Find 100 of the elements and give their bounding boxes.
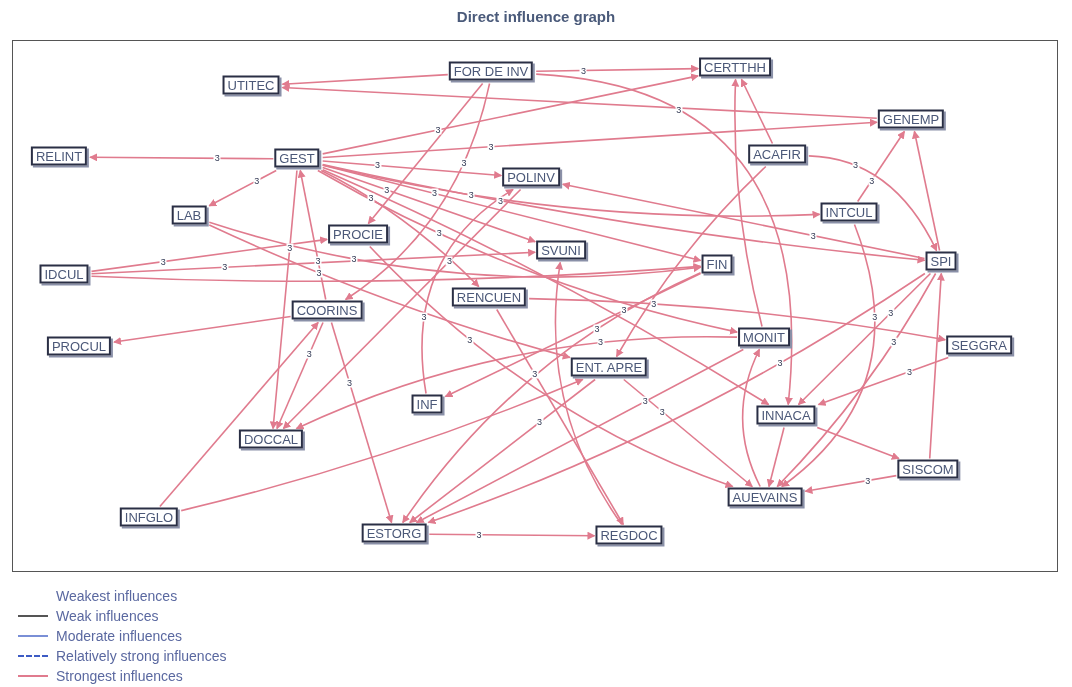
- variable-box: FIN: [701, 254, 733, 274]
- influence-arrow: [928, 272, 945, 460]
- variable-box: INFGLO: [119, 507, 179, 527]
- influence-arrow: [281, 83, 878, 119]
- edge-label: 3: [650, 299, 658, 309]
- variable-box: SVUNI: [536, 240, 586, 260]
- variable-box: PROCUL: [46, 336, 112, 356]
- variable-box: UTITEC: [222, 75, 280, 95]
- influence-arrow: [766, 426, 785, 488]
- influence-arrow: [402, 271, 702, 524]
- edge-label: 3: [374, 160, 381, 170]
- variable-box: ENT. APRE: [570, 357, 648, 377]
- influence-arrow: [561, 181, 926, 260]
- edge-label: 3: [383, 185, 391, 195]
- edge-label: 3: [221, 262, 229, 272]
- influence-arrow: [535, 73, 793, 406]
- edge-label: 3: [864, 476, 872, 486]
- edge-label: 3: [431, 188, 439, 198]
- variable-box: DOCCAL: [238, 429, 304, 449]
- influence-arrow: [297, 169, 327, 301]
- edge-label: 3: [593, 324, 601, 334]
- edge-label: 3: [435, 229, 443, 238]
- variable-box: PROCIE: [328, 224, 388, 244]
- edge-label: 3: [496, 196, 504, 206]
- variable-box: MONIT: [738, 327, 790, 347]
- edge-label: 3: [852, 160, 860, 170]
- influence-arrow: [159, 321, 319, 508]
- influence-arrow: [208, 221, 702, 278]
- edge-label: 3: [305, 349, 313, 359]
- influence-arrow: [321, 73, 700, 155]
- influence-arrow: [367, 82, 484, 225]
- influence-arrow: [369, 245, 734, 488]
- influence-arrow: [817, 356, 950, 406]
- edge-label: 3: [809, 231, 817, 241]
- influence-arrow: [797, 272, 932, 406]
- influence-arrow: [554, 261, 623, 526]
- influence-arrow: [269, 169, 298, 430]
- edge-label: 3: [460, 158, 468, 168]
- variable-box: INNACA: [756, 405, 816, 425]
- edge-label: 3: [579, 66, 587, 75]
- legend-text: Moderate influences: [56, 626, 183, 646]
- legend-text: Strongest influences: [56, 666, 183, 686]
- variable-box: INTCUL: [820, 202, 878, 222]
- edge-label: 3: [367, 194, 375, 203]
- edge-label: 3: [871, 312, 879, 322]
- influence-arrow: [911, 130, 941, 252]
- edge-label: 3: [345, 378, 353, 387]
- diagram-title: Direct influence graph: [455, 7, 617, 27]
- edge-label: 3: [905, 367, 913, 377]
- influence-arrow: [321, 118, 878, 159]
- influence-arrow: [321, 166, 537, 244]
- influence-arrow: [208, 224, 571, 360]
- legend-text: Weak influences: [56, 606, 159, 626]
- influence-arrow: [409, 378, 596, 524]
- edge-label: 3: [466, 335, 474, 345]
- influence-arrow: [321, 160, 503, 179]
- variable-box: INF: [411, 394, 443, 414]
- influence-arrow: [535, 64, 700, 73]
- edge-label: 3: [487, 142, 495, 152]
- influence-arrow: [528, 297, 947, 343]
- influence-arrow: [113, 315, 292, 345]
- variable-box: RELINT: [30, 146, 88, 166]
- variable-box: CERTTHH: [699, 57, 771, 77]
- edge-label: 3: [434, 125, 442, 135]
- edge-label: 3: [420, 312, 428, 322]
- influence-arrow: [208, 169, 277, 207]
- edge-label: 3: [620, 305, 628, 315]
- variable-box: IDCUL: [39, 264, 89, 284]
- edge-label: 3: [531, 369, 539, 379]
- variable-box: SISCOM: [897, 459, 959, 479]
- variable-box: SEGGRA: [946, 335, 1012, 355]
- influence-arrow: [90, 236, 329, 273]
- edge-label: 3: [213, 153, 221, 163]
- edge-label: 3: [467, 190, 475, 200]
- edge-label: 3: [445, 256, 453, 266]
- edge-label: 3: [159, 257, 167, 267]
- influence-arrow: [776, 272, 937, 488]
- influence-arrow: [295, 335, 738, 430]
- variable-box: RENCUEN: [451, 287, 527, 307]
- edge-label: 3: [887, 308, 895, 318]
- influence-arrow: [421, 188, 514, 395]
- influence-arrow: [276, 321, 324, 430]
- influence-arrow: [816, 426, 900, 460]
- edge-label: 3: [675, 105, 683, 115]
- influence-arrow: [320, 169, 480, 288]
- variable-box: FOR DE INV: [448, 61, 534, 81]
- variable-box: AUEVAINS: [727, 487, 803, 507]
- influence-arrow: [495, 308, 625, 526]
- influence-arrow: [180, 378, 584, 512]
- edge-label: 3: [314, 256, 322, 266]
- influence-arrow: [615, 165, 767, 358]
- influence-arrow: [623, 378, 753, 488]
- variable-box: POLINV: [502, 167, 560, 187]
- variable-box: SPI: [925, 251, 957, 271]
- influence-arrow: [731, 78, 763, 328]
- influence-arrow: [781, 223, 876, 488]
- legend-text: Relatively strong influences: [56, 646, 227, 666]
- edge-label: 3: [536, 417, 544, 427]
- edge-label: 3: [658, 407, 666, 417]
- influence-arrow: [282, 188, 522, 430]
